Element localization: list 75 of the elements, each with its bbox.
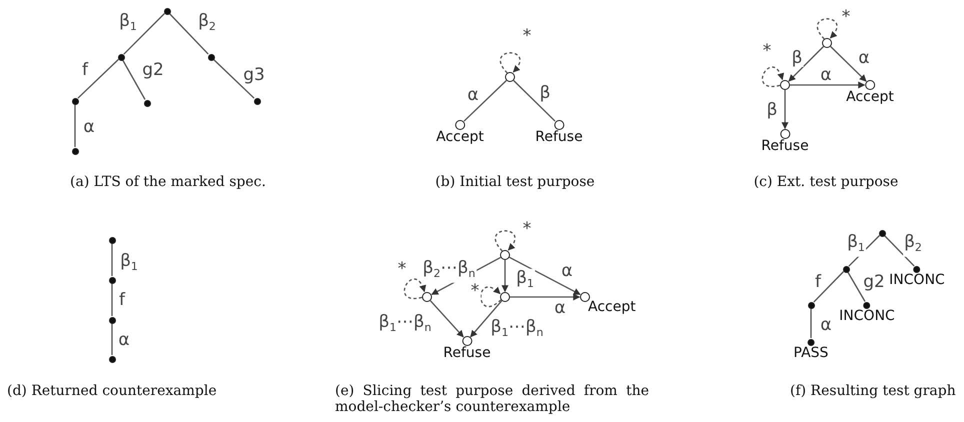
labeled-state: Refuse [761,129,809,154]
edge-label: g2 [141,61,165,79]
labeled-state: Refuse [535,120,583,145]
panel-caption: (a) LTS of the marked spec. [69,174,267,190]
state-circle [500,292,510,302]
labeled-state: Accept [846,80,894,105]
transition-line [884,235,915,267]
edge-label: β [538,84,552,102]
edge-label: β [766,101,778,119]
labeled-state: PASS [794,338,828,360]
state-dot [808,302,814,308]
panel-caption: (c) Ext. test purpose [752,174,900,190]
panel-caption: (d) Returned counterexample [7,383,218,399]
transition-arrow [788,46,824,82]
panel-caption: (f) Resulting test graph [790,383,956,399]
transition-arrow [430,300,464,338]
state-dot [108,356,116,362]
state-circle [505,72,515,82]
state-dot [108,236,116,244]
transition-line [213,58,255,99]
state-dot [144,100,150,106]
transition-arrow [830,46,867,82]
transition-line [111,244,113,276]
state-dot [878,230,886,236]
state-circle [822,38,832,48]
transition-arrow [782,90,788,130]
state-dot [164,8,170,14]
labeled-state: INCONC [839,302,895,324]
state-circle [780,80,790,90]
labeled-state: Accept [580,292,636,315]
transition-line [168,13,209,55]
transition-arrow [790,82,866,88]
edge-label: g2 [862,273,886,291]
labeled-state: Refuse [443,336,491,361]
self-loop-arrow [404,278,426,300]
edge-label: g3 [242,66,266,84]
edge-label: β$_{2}$ [903,232,923,258]
transition-arrow [502,260,508,292]
state-dot [72,148,78,154]
state-dot [108,316,116,324]
state-dot [72,98,78,104]
transition-arrow [470,300,502,338]
transition-line [810,308,812,338]
self-loop-arrow [816,18,838,40]
state-dot [118,54,124,60]
labeled-state: INCONC [889,266,945,288]
transition-line [123,13,165,55]
transition-line [464,80,507,122]
edge-label: β$_{1}$ [846,232,866,258]
panel-caption: (b) Initial test purpose [434,174,596,190]
state-dot [254,98,260,104]
self-loop-arrow [480,286,502,308]
self-loop-arrow [500,52,520,74]
edge-label: β [790,49,804,67]
state-dot [842,266,850,272]
transition-line [77,58,119,99]
transition-line [122,60,146,100]
self-loop-arrow [762,66,784,88]
transition-arrow [509,256,581,295]
transition-line [111,284,113,316]
transition-line [74,104,76,147]
labeled-state: Accept [436,120,484,145]
transition-line [847,272,866,302]
state-dot [208,54,214,60]
edge-label: * [470,282,480,300]
state-circle [422,292,432,302]
transition-line [513,80,556,122]
transition-arrow [510,294,580,300]
transition-line [813,271,844,303]
state-circle [500,250,510,260]
transition-line [111,324,113,355]
self-loop-arrow [494,230,516,252]
state-dot [108,276,116,284]
edge-label: β$_{2}$⋯β$_{n}$ [422,258,476,284]
panel-caption: (e) Slicing test purpose derived from the model-checker’s counterexample [335,383,649,415]
